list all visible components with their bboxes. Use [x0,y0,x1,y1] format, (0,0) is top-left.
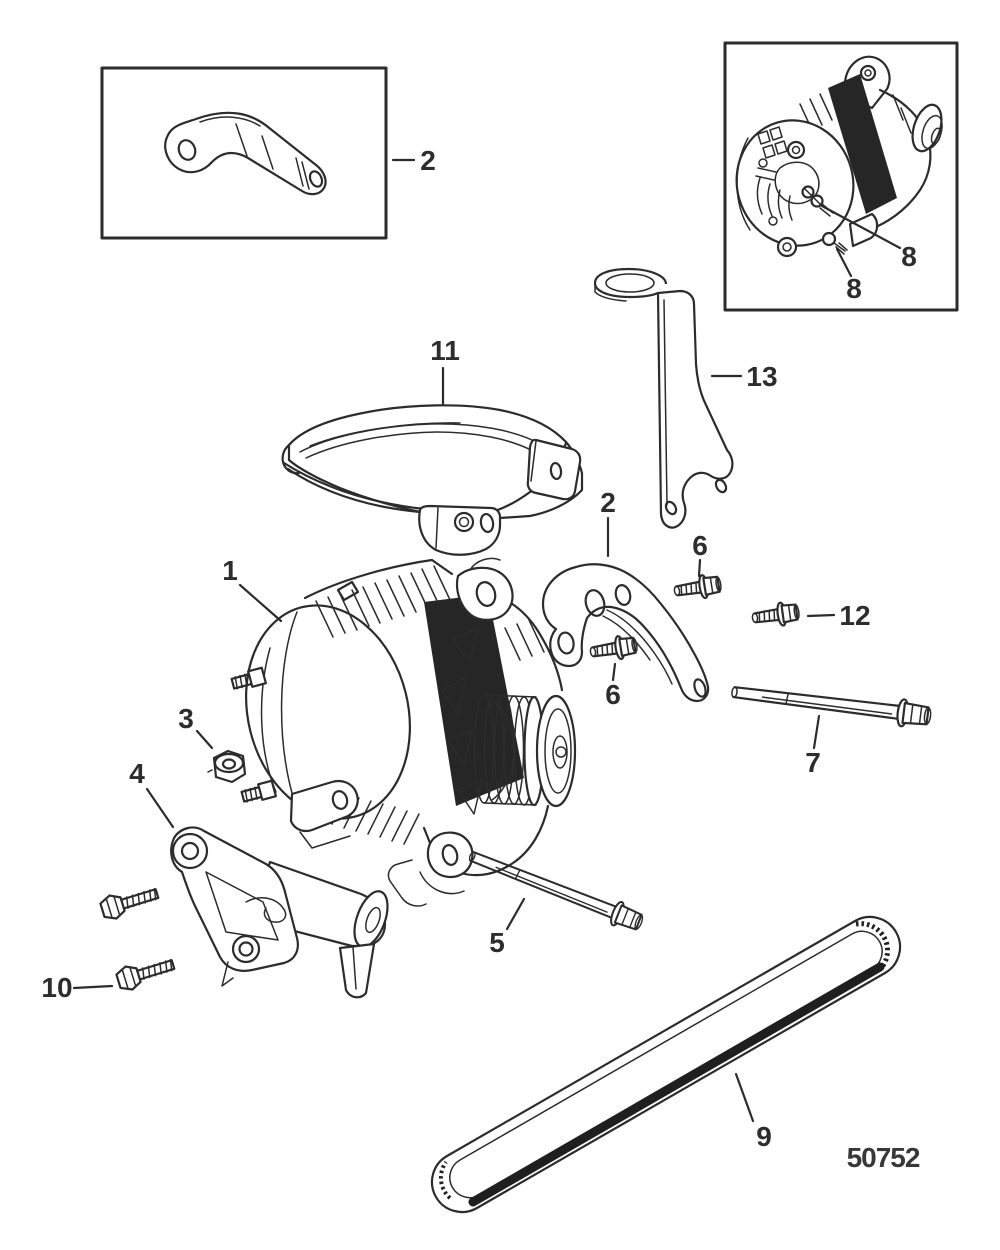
leader-10 [72,984,114,990]
inset-bracket-frame [100,66,388,240]
callout-3: 3 [178,703,194,734]
bracket13-blade [656,289,734,529]
small-screw: 12 [749,599,871,631]
callout-8-upper: 8 [901,241,917,272]
callout-10: 10 [41,972,72,1003]
leader-8-lower [835,247,853,278]
flange-nut: 3 [178,703,247,784]
tensioner-flap [338,942,376,999]
upper-bracket: 2 [541,487,710,703]
callout-2-upper: 2 [600,487,616,518]
terminal-screw-lower [821,231,848,255]
callout-6-top: 6 [692,530,708,561]
leader-1 [238,583,283,623]
long-bolt: 7 [729,677,934,778]
support-bracket: 13 [593,267,778,529]
callout-2-inset: 2 [420,145,436,176]
callout-6-bottom: 6 [605,679,621,710]
alternator: 1 [222,555,577,907]
rear-fins-left [799,88,843,131]
alternator-top-lug [455,566,514,621]
callout-8-lower: 8 [846,273,862,304]
inset-alternator-frame [723,41,959,312]
upper-bracket-inset [164,111,327,196]
tensioner-spring [245,896,287,923]
alternator-top-edge [303,558,454,600]
rear-recess [774,161,820,205]
flange-screw-top: 6 [671,530,724,604]
callout-1: 1 [222,555,238,586]
leader-6-bottom [611,662,617,682]
callout-4: 4 [129,758,145,789]
terminal-stud-upper [230,666,267,690]
inset-alternator-box: 8 8 [723,41,959,312]
leader-9 [734,1072,755,1123]
inset-bracket-box: 2 [100,66,436,240]
callout-12: 12 [839,600,870,631]
mount-bracket-tensioner: 4 [129,758,389,999]
leader-12 [806,613,836,618]
callout-9: 9 [756,1121,772,1152]
belt-rib-hatch-right [855,921,891,969]
leader-5 [505,897,526,931]
rear-bottom-ear [776,236,798,258]
alternator-fins-top [315,565,452,638]
rear-foot [848,212,879,248]
belt-rib-face [468,962,885,1207]
leader-7 [812,714,821,750]
pivot-bolt: 5 [464,843,647,958]
alternator-bottom-lug [426,831,474,879]
alternator-pulley [473,694,577,808]
alternator-rear-foot [289,779,359,833]
rear-black-band [828,74,897,214]
callout-5: 5 [489,927,505,958]
leader-4 [145,787,175,829]
cover-heat-shield: 11 [281,335,584,556]
drawing-number: 50752 [847,1142,920,1173]
alternator-rear-cover [244,604,412,820]
belt-outer [430,915,902,1214]
belt-rib-hatch-left [438,1160,452,1200]
serpentine-belt: 9 [430,915,902,1214]
leader-6-top [697,558,702,578]
alternator-black-band [424,594,524,806]
callout-13: 13 [746,361,777,392]
cover-right-ear [526,438,582,501]
hex-bolt-lower: 10 [41,951,178,1003]
rear-vents [755,167,793,221]
leader-3 [195,729,214,750]
rear-fins-right [892,94,912,134]
alternator-rear-view [735,55,943,258]
rear-cover [735,119,855,247]
rear-windows [757,126,788,159]
flange-screw-bottom: 6 [587,632,640,710]
callout-11: 11 [430,335,460,366]
callout-7: 7 [805,747,821,778]
rear-body-edge [876,88,932,228]
terminal-screws-upper [801,185,834,217]
alternator-fins-right [504,619,545,661]
leader-8-upper [820,204,902,250]
terminal-stud-lower [240,779,277,803]
